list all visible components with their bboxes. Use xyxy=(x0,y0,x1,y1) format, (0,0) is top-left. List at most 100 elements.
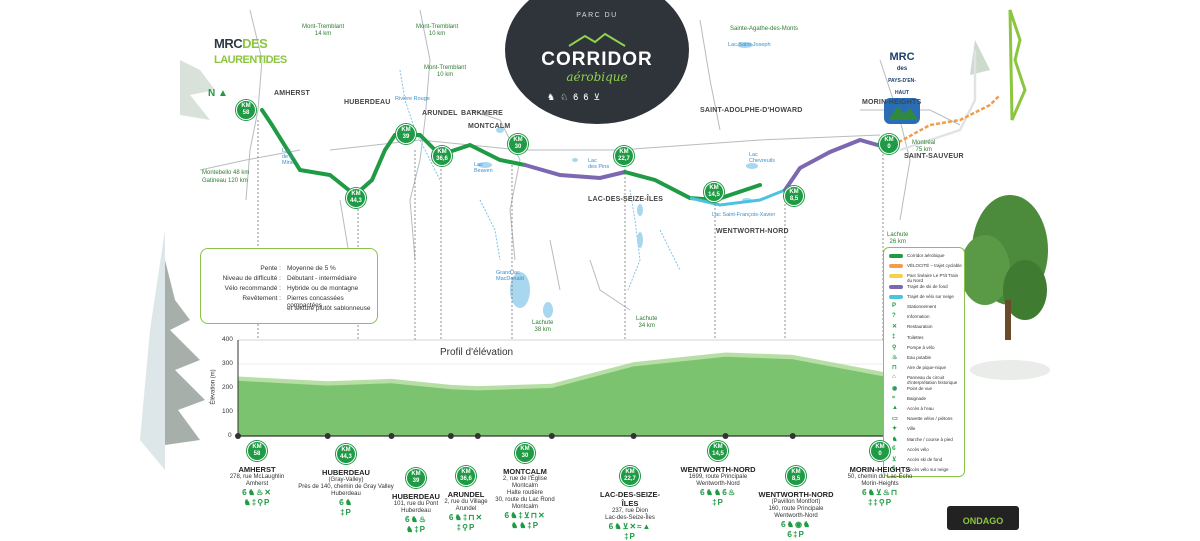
info-bike: Vélo recommandé :Hybride ou de montagne xyxy=(201,285,377,294)
run-icon: ♘ xyxy=(560,92,574,102)
km-badge-label: KM xyxy=(341,447,351,453)
station-amenity-icons: ϐ♞◉♞ xyxy=(780,520,812,529)
legend-label: Accès vélo sur neige xyxy=(907,467,949,473)
info-key: Vélo recommandé : xyxy=(224,285,281,292)
trail-info-box: Pente :Moyenne de 5 % Niveau de difficul… xyxy=(200,248,378,324)
station-amenity-icons: ϐ♞⊻♨⊓ xyxy=(861,488,899,497)
station-city: Amherst xyxy=(245,481,269,487)
legend-label: Ville xyxy=(907,426,916,432)
legend-swatch xyxy=(889,274,903,279)
station-address: 278, rue McLaughlin xyxy=(229,474,285,480)
legend-label: Corridor aérobique xyxy=(907,253,945,258)
dir-label: Montréal xyxy=(912,140,936,146)
km-marker-value: 0 xyxy=(887,144,891,150)
legend-icon: ⊻ xyxy=(892,457,897,463)
town-lac-des-seize-iles: LAC-DES-SEIZE-ÎLES xyxy=(588,196,664,203)
town-morin-heights: MORIN-HEIGHTS xyxy=(862,99,922,106)
water-grand-lac: Grand lac MacDonald xyxy=(496,270,524,282)
station-amenity-icons: ϐ♞♞ϐ♨ xyxy=(699,488,737,497)
water-lac-beaven: Lac Beaven xyxy=(474,162,493,174)
elevation-point xyxy=(789,433,796,439)
elevation-point xyxy=(447,433,454,439)
dir-label: Mont-Tremblant xyxy=(424,65,467,71)
elevation-point xyxy=(324,433,331,439)
legend-icon: ✕ xyxy=(892,324,898,331)
station-address: 160, route Principale xyxy=(768,506,824,512)
station-city: Montcalm xyxy=(511,483,538,489)
dir-distance: 14 km xyxy=(314,31,332,37)
dir-gatineau: Gatineau 120 km xyxy=(202,178,248,184)
dir-label: Lachute xyxy=(636,316,658,322)
water-lac-saint-francois-xavier: Lac Saint-François-Xavier xyxy=(712,212,776,218)
town-barkmere: BARKMERE xyxy=(461,110,504,117)
north-arrow: N ▲ xyxy=(208,88,228,99)
km-marker-label: KM xyxy=(401,127,411,133)
legend-item: ▭Navette vélos / piétons xyxy=(889,415,963,424)
dir-distance: 38 km xyxy=(534,327,551,333)
legend-icon: ♨ xyxy=(892,355,898,361)
station-name: MONTCALM xyxy=(503,467,547,476)
station-subtitle: (Gray-Valley) xyxy=(328,477,364,483)
info-value: et texture plutôt sablonneuse xyxy=(287,305,371,312)
y-tick-300: 300 xyxy=(222,360,233,367)
mountain-logo-icon xyxy=(568,32,626,47)
station-extra: Montcalm xyxy=(511,504,538,510)
km-badge-value: 39 xyxy=(412,478,420,484)
logo-text-des: DES xyxy=(242,36,268,51)
info-slope: Pente :Moyenne de 5 % xyxy=(201,265,377,274)
legend-item: Corridor aérobique xyxy=(889,252,963,261)
legend-item: Trajet de vélo sur neige xyxy=(889,293,963,302)
info-surface-2: et texture plutôt sablonneuse xyxy=(201,305,377,314)
station-address: 2, rue du Village xyxy=(444,499,488,505)
dir-label: Lachute xyxy=(887,232,909,238)
station-amenity-icons: ϐ♞⊻✕≈▲ xyxy=(608,522,652,531)
legend-label: VÉLOCITÉ – trajet cyclable xyxy=(907,263,962,269)
town-huberdeau: HUBERDEAU xyxy=(344,99,391,106)
legend-swatch xyxy=(889,254,903,258)
ski-trail-segment-2 xyxy=(783,137,890,192)
station-extra: 30, route du Lac Rond xyxy=(495,497,555,503)
legend-label: Aire de pique-nique xyxy=(907,365,947,371)
legend-item: ▲Accès à l'eau xyxy=(889,405,963,414)
station-address: 101, rue du Pont xyxy=(393,501,439,507)
legend-label: Marche / course à pied xyxy=(907,436,953,442)
km-marker-label: KM xyxy=(437,149,447,155)
legend-icon: ✦ xyxy=(892,426,898,433)
info-key: Pente : xyxy=(260,265,281,272)
legend-swatch xyxy=(889,284,903,289)
water-lac-saint-joseph: Lac Saint-Joseph xyxy=(728,42,771,48)
km-marker-label: KM xyxy=(241,103,251,109)
km-badge-label: KM xyxy=(713,444,723,450)
station-amenity-icons: ‡P xyxy=(712,498,724,507)
station-subtitle: (Pavillon Montfort) xyxy=(771,499,821,505)
station-city: Huberdeau xyxy=(401,508,431,514)
legend-label: Parc linéaire Le P'tit Train du Nord xyxy=(907,273,959,284)
legend-item: ◉Point de vue xyxy=(889,385,963,394)
km-badge-label: KM xyxy=(875,444,885,450)
station-address: 2, rue de l'Église xyxy=(502,476,548,482)
town-amherst: AMHERST xyxy=(274,90,311,97)
km-badge-value: 0 xyxy=(878,451,882,457)
legend-icon: ▭ xyxy=(892,416,898,423)
station-amenity-icons: ϐ‡P xyxy=(787,530,805,539)
km-marker-label: KM xyxy=(619,149,629,155)
legend-item: ⚲Pompe à vélo xyxy=(889,344,963,353)
km-badge-label: KM xyxy=(625,469,635,475)
km-badge-value: 22,7 xyxy=(624,476,636,482)
town-arundel: ARUNDEL xyxy=(422,110,458,117)
station-amenity-icons: ϐ♞‡⊻⊓✕ xyxy=(504,511,546,520)
elevation-point xyxy=(474,433,481,439)
legend-label: Trajet de vélo sur neige xyxy=(907,293,954,299)
legend-item: ✦ Ville xyxy=(889,425,963,434)
